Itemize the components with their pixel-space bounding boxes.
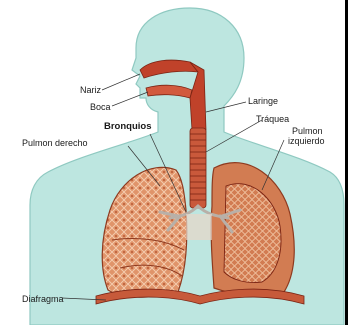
label-laringe: Laringe [248,96,278,106]
label-izquierdo: izquierdo [288,136,325,146]
label-boca: Boca [90,102,111,112]
label-nariz: Nariz [80,85,101,95]
label-bronquios: Bronquios [104,122,152,132]
label-diafragma: Diafragma [22,294,64,304]
label-pulmon-izquierdo: Pulmon [292,126,323,136]
label-pulmon-derecho: Pulmon derecho [22,138,88,148]
body-silhouette [30,8,344,325]
mediastinum-vessels [186,214,212,240]
label-traquea: Tráquea [256,114,289,124]
